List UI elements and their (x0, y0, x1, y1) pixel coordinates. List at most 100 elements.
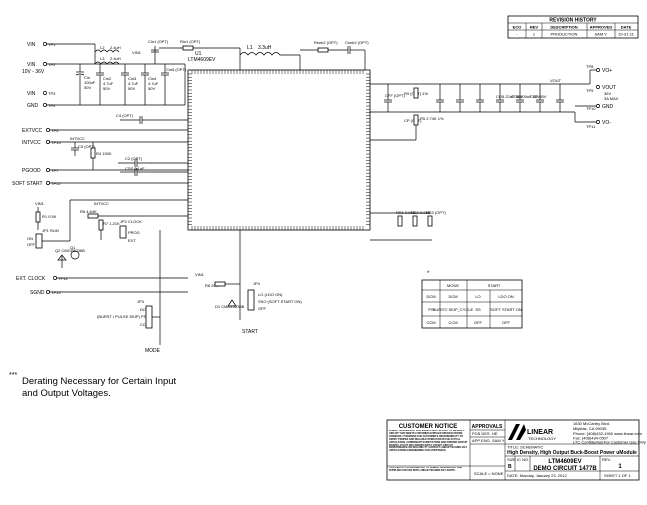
jp1-jumper[interactable] (35, 233, 43, 249)
c5-label: C5 (OPT) (78, 144, 96, 149)
customer-notice-title: CUSTOMER NOTICE (399, 424, 458, 430)
label-off: OFF (27, 242, 36, 247)
rev-date: 10-31-11 (618, 32, 634, 37)
l3-label: L3 (100, 56, 105, 61)
title-label: TITLE: SCHEMATIC (507, 445, 543, 450)
company-addr1: 1630 McCarthy Blvd. (573, 421, 610, 426)
customer-notice-footer: THIS CIRCUIT IS PROPRIETARY TO LINEAR TE… (389, 467, 463, 472)
jp3-jumper[interactable] (145, 305, 153, 329)
rin1-label: Rin1 (OPT) (180, 39, 201, 44)
r8-label: R8 20K (205, 283, 219, 288)
tp2-label: TP2 (48, 62, 56, 67)
net-soft-start: SOFT START (12, 181, 43, 187)
tp7-label: TP7 (51, 168, 59, 173)
mode-row1-desc: LDO ON (498, 294, 513, 299)
tp13-label: TP13 (51, 290, 61, 295)
tp12-label: TP12 (51, 181, 61, 186)
net-intvcc-node: INTVCC (70, 136, 85, 141)
mode-start-jumpers: VIN1 R8 20K D1 CMDZ5236B JP4 LO (LDO ON)… (97, 230, 302, 354)
co7-label: CO7 35V (530, 94, 547, 99)
rs3-label: RS3 (OPT) (426, 210, 446, 215)
date-text: DATE: Monday, January 23, 2012 (507, 473, 567, 478)
jp3-dcm: DCM (140, 307, 149, 312)
jp4-jumper[interactable] (247, 289, 255, 311)
c4-label: C4 (OPT) (116, 113, 134, 118)
mode-row1-key: DCM (426, 294, 435, 299)
r7-label: R7 1.21K (103, 221, 120, 226)
tp1-label: TP1 (48, 42, 56, 47)
cin4-value: 4.7uF (148, 81, 159, 86)
cin3-label: Cin3 (128, 76, 137, 81)
csnb2-label: Csnb2 (OPT) (345, 40, 369, 45)
revision-title: REVISION HISTORY (549, 18, 597, 24)
u1-ltm4609: U1 LTM4609EV (184, 51, 371, 231)
mode-row3-desc: OFF (502, 320, 511, 325)
ic-value: LTM4609EV (548, 459, 581, 465)
net-vin-sense: VIN (27, 91, 36, 97)
label-start: START (242, 329, 258, 335)
mode-row2-mode: BURST/ SKIP_CYCLE (433, 307, 474, 312)
customer-notice-body: LINEAR TECHNOLOGY HAS MADE A BEST EFFORT… (389, 430, 468, 453)
company-phone: Phone: (408)432-1900 www.linear.com (573, 431, 643, 436)
mode-table-header-mode: MODE (447, 283, 459, 288)
cin-bulk-value: 100uF (84, 80, 96, 85)
mode-table-header-start: START (488, 283, 501, 288)
cin5-label: Cin5 (OPT) (166, 67, 187, 72)
net-vout-node: VOUT (550, 78, 562, 83)
rev-eco: - (516, 32, 518, 37)
title-block: CUSTOMER NOTICE LINEAR TECHNOLOGY HAS MA… (386, 419, 646, 481)
mode-table: * MODE START DCM DCM LO LDO ON PS BURST/… (421, 271, 523, 329)
mode-row3-mode: CCM (448, 320, 457, 325)
iout-spec: 3A MAX (604, 96, 619, 101)
jp4-lo: LO (LDO ON) (258, 292, 283, 297)
approvals-pcb-des: PCB DES. (472, 431, 491, 436)
sheet-text: SHEET 1 OF 1 (604, 473, 631, 478)
cin3: Cin3 4.7uF 50V (121, 64, 139, 105)
revision-history: REVISION HISTORY ECO REV DESCRIPTION APP… (507, 15, 639, 39)
label-mode: MODE (145, 348, 161, 354)
l1-inductor: L1 3.3uH (239, 45, 301, 70)
company-addr2: Milpitas, CA 95035 (573, 426, 607, 431)
mode-row1-mode: DCM (448, 294, 457, 299)
net-vin1-start: VIN1 (195, 272, 205, 277)
c2-label: C2 (OPT) (125, 156, 143, 161)
net-gnd: GND (27, 103, 39, 109)
net-vin: VIN (27, 62, 36, 68)
approvals-title: APPROVALS (472, 424, 503, 430)
approvals-app-value: SAM Y. (492, 438, 505, 443)
rev-header-date: DATE (621, 25, 632, 30)
net-vout: VOUT (602, 85, 616, 91)
rev-approved: SAM Y. (595, 32, 608, 37)
brand-name: LINEAR (527, 429, 553, 436)
jp4-label: JP4 (253, 281, 261, 286)
size-value: B (508, 464, 512, 470)
net-vin1-run: VIN1 (35, 201, 45, 206)
title-text: High Density, High Output Buck-Boost Pow… (507, 450, 637, 456)
l1-value: 3.3uH (258, 45, 272, 51)
rev-header-description: DESCRIPTION (550, 25, 577, 30)
approvals-app-eng: APP ENG. (472, 438, 491, 443)
net-vo-minus: VO- (602, 120, 611, 126)
co6-label: CO6 100uF 35V (511, 94, 540, 99)
rsnb2-label: Rsnb2 (OPT) (314, 40, 338, 45)
company-fax: Fax: (408)434-0507 (573, 436, 609, 441)
jp3-ccm: CCM (140, 322, 149, 327)
l2-label: L2 (100, 45, 105, 50)
rev-header-approved: APPROVED (590, 25, 613, 30)
derating-note: *** Derating Necessary for Certain Input… (9, 372, 177, 399)
note-marker: *** (9, 372, 17, 379)
cin4: Cin4 4.7uF 50V (141, 64, 159, 105)
net-vin-range: 10V - 36V (22, 69, 45, 75)
q1-label: Q1 (70, 245, 76, 250)
mode-row2-start: SS (475, 307, 481, 312)
u1-part: LTM4609EV (188, 57, 216, 63)
cin4-label: Cin4 (148, 76, 157, 81)
cp-label: CP (OPT) (404, 118, 422, 123)
jp2-jumper[interactable] (119, 225, 127, 239)
cff-label: CFF (OPT) (385, 93, 405, 98)
output-capacitors (436, 84, 564, 112)
mode-row1-start: LO (475, 294, 480, 299)
mode-row2-desc: SOFT START ON (490, 307, 522, 312)
cin-bulk-voltage: 50V (84, 85, 91, 90)
r1-label: R1 0.5K (42, 214, 57, 219)
